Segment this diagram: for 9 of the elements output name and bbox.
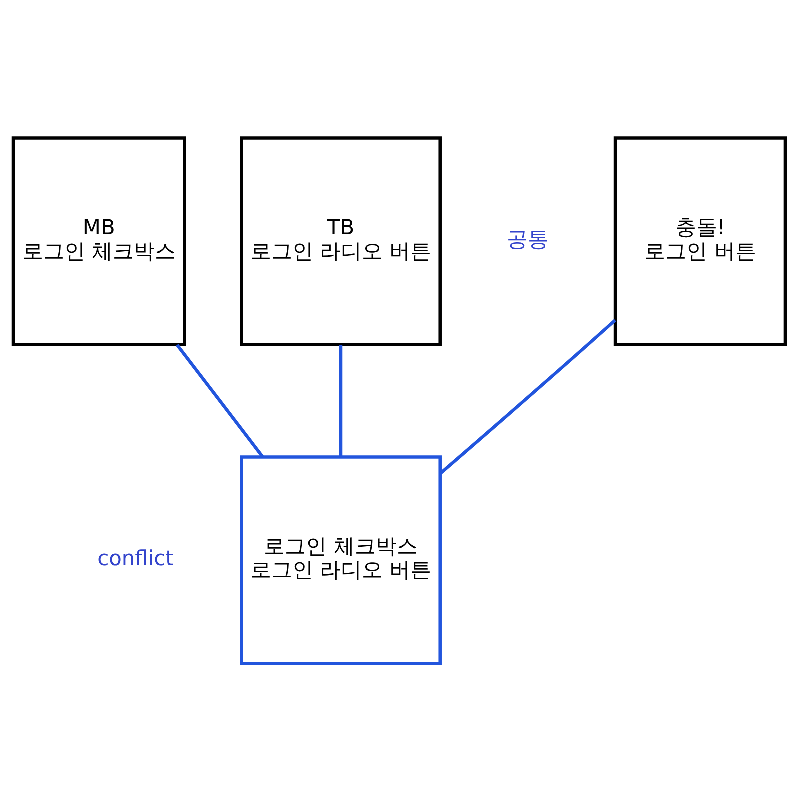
- connector: [176, 344, 264, 458]
- node-box: 충돌! 로그인 버튼: [614, 136, 788, 346]
- node-box: 로그인 체크박스 로그인 라디오 버튼: [240, 455, 442, 665]
- connector: [339, 344, 343, 456]
- node-box: MB 로그인 체크박스: [12, 136, 186, 346]
- node-label: 공통: [506, 226, 549, 251]
- node-box: TB 로그인 라디오 버튼: [240, 136, 442, 346]
- connector: [440, 318, 616, 474]
- node-label: conflict: [98, 546, 174, 570]
